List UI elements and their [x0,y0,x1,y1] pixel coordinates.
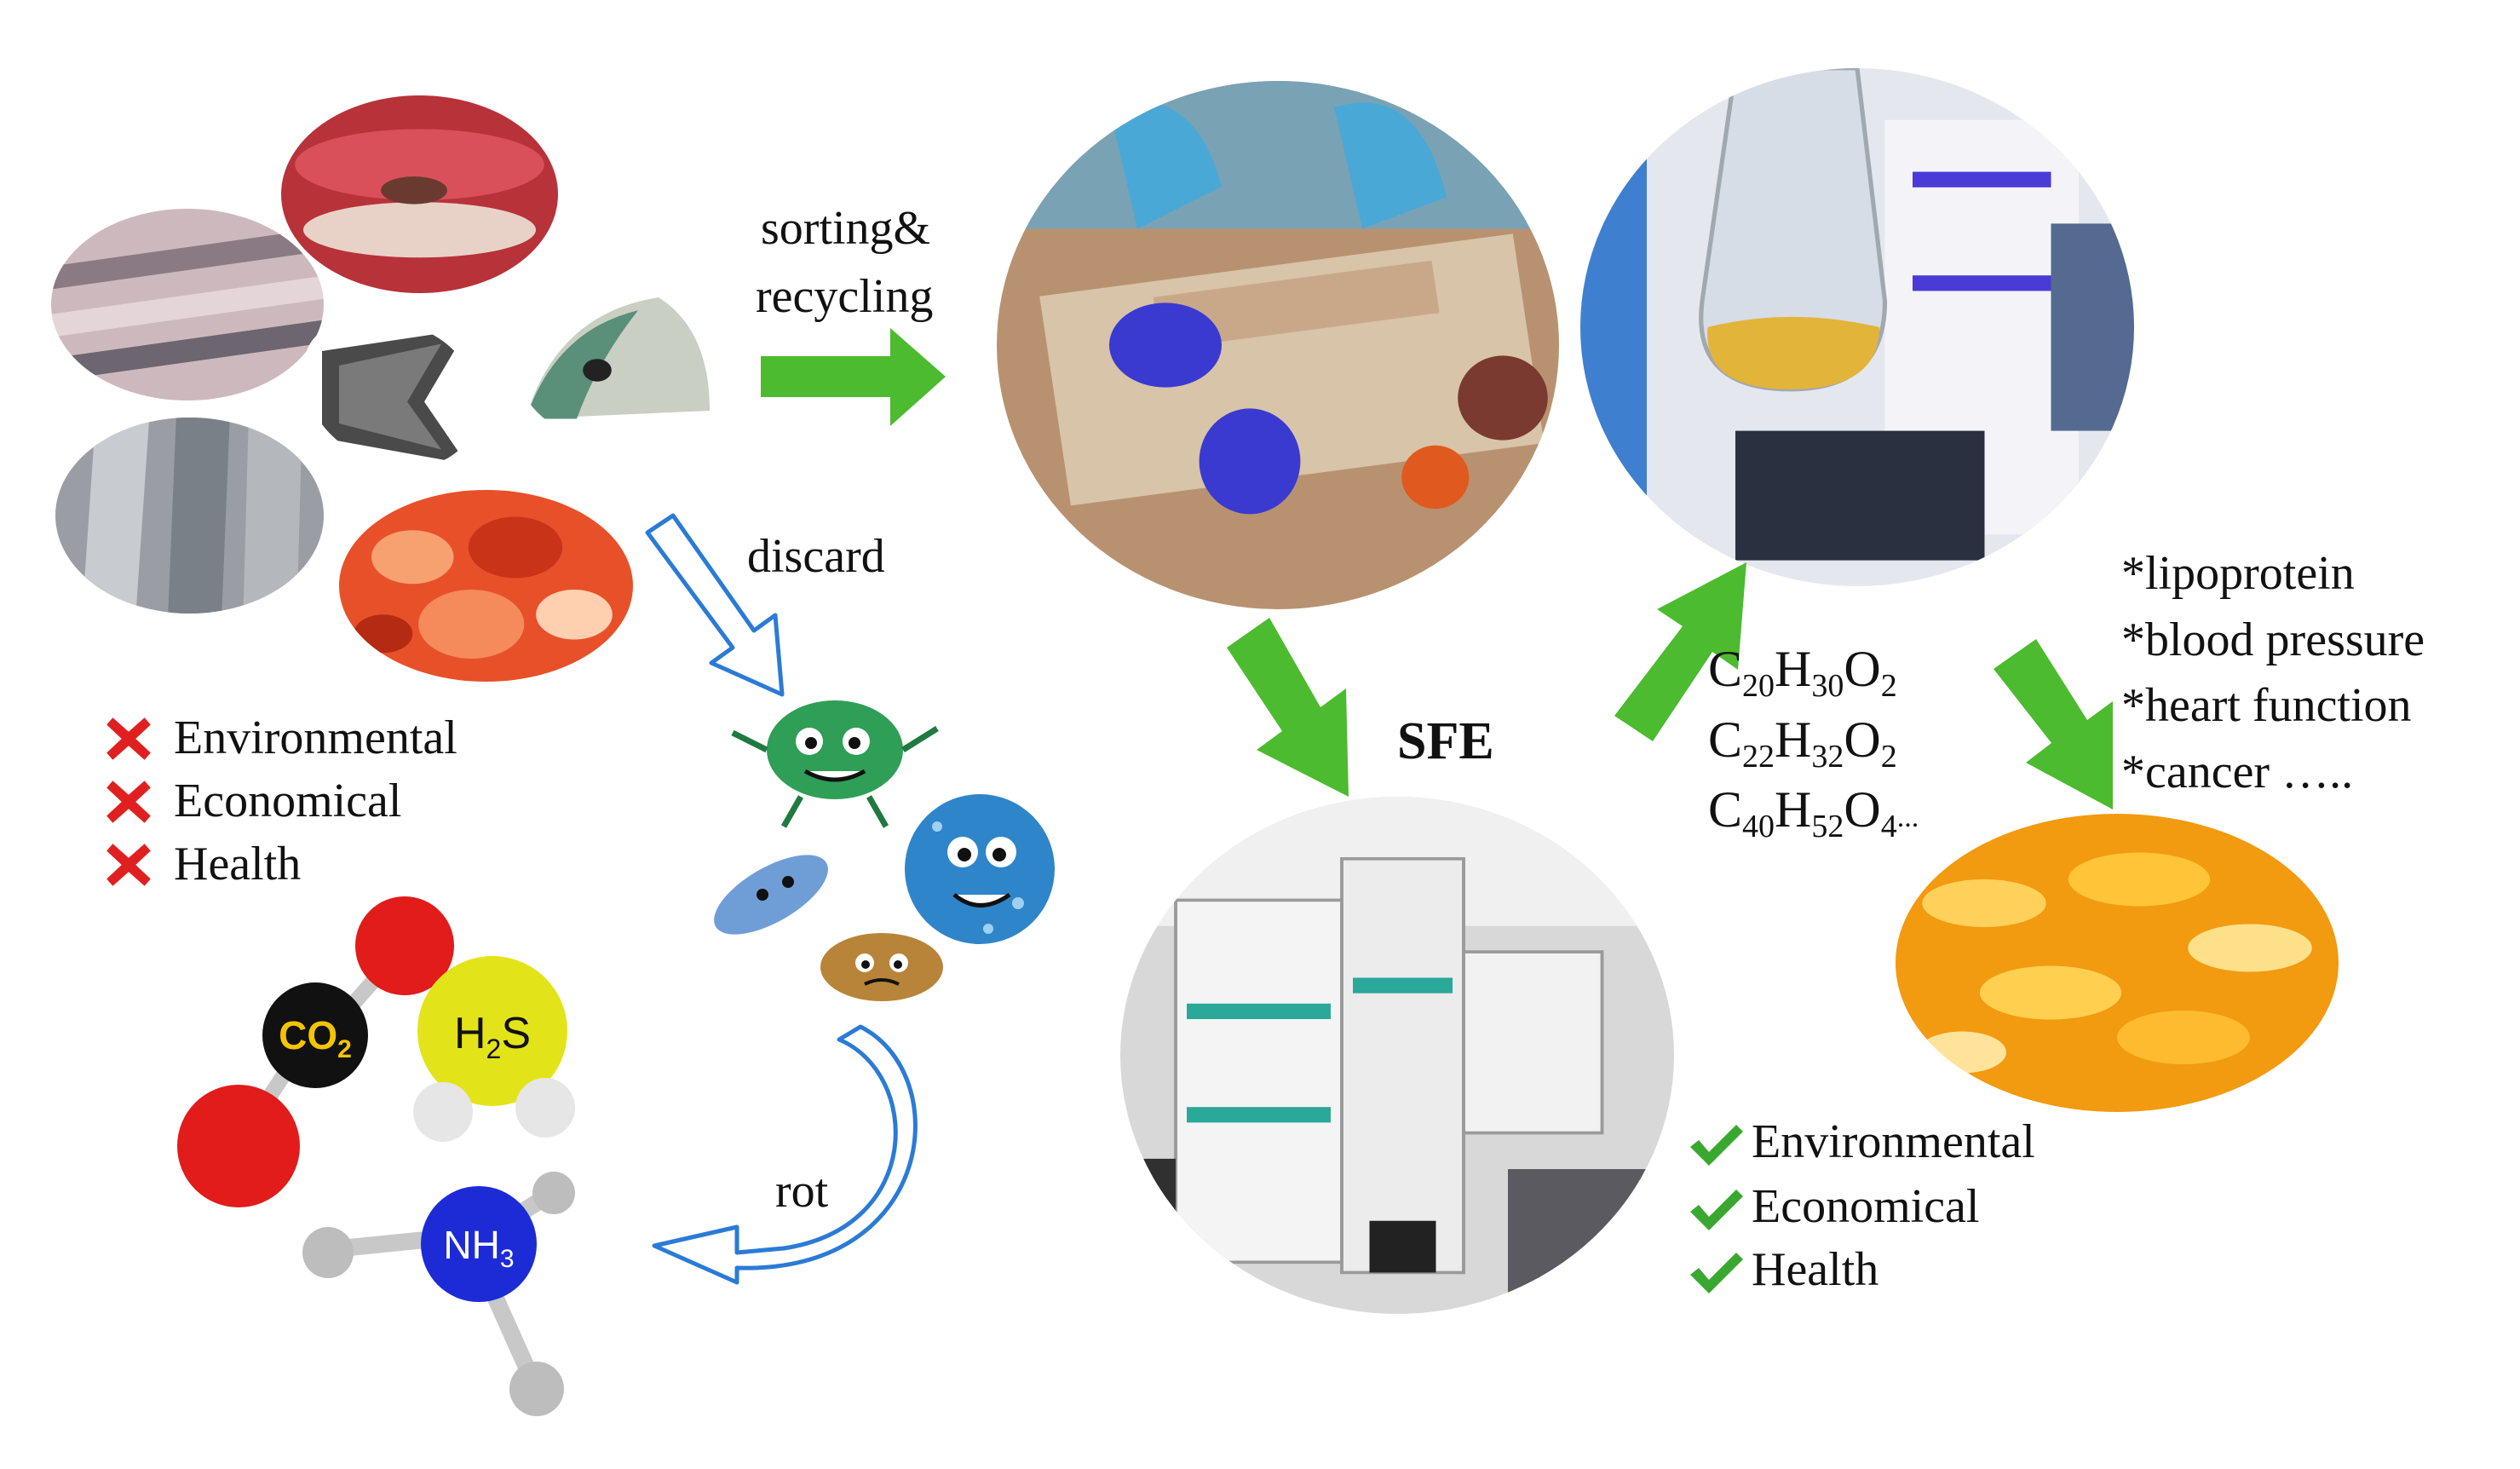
svg-text:NH3: NH3 [443,1223,514,1273]
microbes-illustration [714,700,1055,1001]
red-cross-icon [106,781,151,823]
positive-label: Economical [1752,1180,1980,1233]
discard-arrow [645,513,785,697]
positive-item-economical: Economical [1687,1183,1979,1230]
fish-fillets-gray-photo [55,418,324,614]
green-check-icon [1690,1125,1743,1166]
benefit-item: *lipoprotein [2121,547,2355,600]
recycling-label: recycling [756,270,934,323]
h2s-molecule: H2S [413,956,575,1142]
benefit-item: *heart function [2121,679,2412,732]
negative-label: Environmental [174,711,457,764]
gas-molecules: CO2 H2S NH3 [177,896,575,1416]
positive-label: Health [1752,1243,1879,1296]
benefit-item: *blood pressure [2121,614,2425,666]
negative-label: Economical [174,775,402,827]
to-sfe-arrow [1227,618,1349,797]
sfe-label: SFE [1397,712,1494,770]
negative-item-health: Health [102,840,301,888]
oil-capsules-photo [1896,814,2339,1112]
benefit-item: *cancer ….. [2121,746,2354,798]
negative-item-economical: Economical [102,777,401,825]
red-cross-icon [106,844,151,886]
formula-dha: C22H32O2 [1708,711,1897,775]
discard-label: discard [747,530,885,583]
positive-label: Environmental [1752,1115,2035,1168]
fish-head-photo [515,281,720,443]
fish-fillet-photo [281,95,558,293]
fish-strips-photo [51,209,324,400]
rod-microbe-icon [714,855,828,935]
nh3-molecule: NH3 [302,1172,575,1416]
rot-arrow [652,1024,918,1285]
brown-microbe-icon [820,933,943,1001]
co2-molecule: CO2 [177,896,454,1207]
sorting-label: sorting& [761,202,931,255]
red-cross-icon [106,717,151,760]
green-check-icon [1690,1253,1743,1293]
to-capsules-arrow [1994,639,2113,809]
green-check-icon [1690,1190,1743,1230]
formula-astaxanthin: C40H52O4... [1708,781,1919,844]
sorting-arrow [761,328,946,426]
formula-epa: C20H30O2 [1708,641,1897,704]
negative-label: Health [174,838,302,890]
negative-item-environmental: Environmental [102,714,457,762]
positive-item-health: Health [1687,1246,1878,1293]
shrimp-shells-photo [339,490,633,682]
blue-microbe-icon [905,794,1055,944]
green-microbe-icon [731,700,939,828]
positive-item-environmental: Environmental [1687,1118,2035,1166]
fish-processing-photo [997,81,1559,609]
svg-text:H2S: H2S [454,1009,531,1064]
rot-label: rot [775,1165,829,1218]
svg-text:CO2: CO2 [279,1013,352,1063]
to-oil-arrow [1614,562,1746,741]
